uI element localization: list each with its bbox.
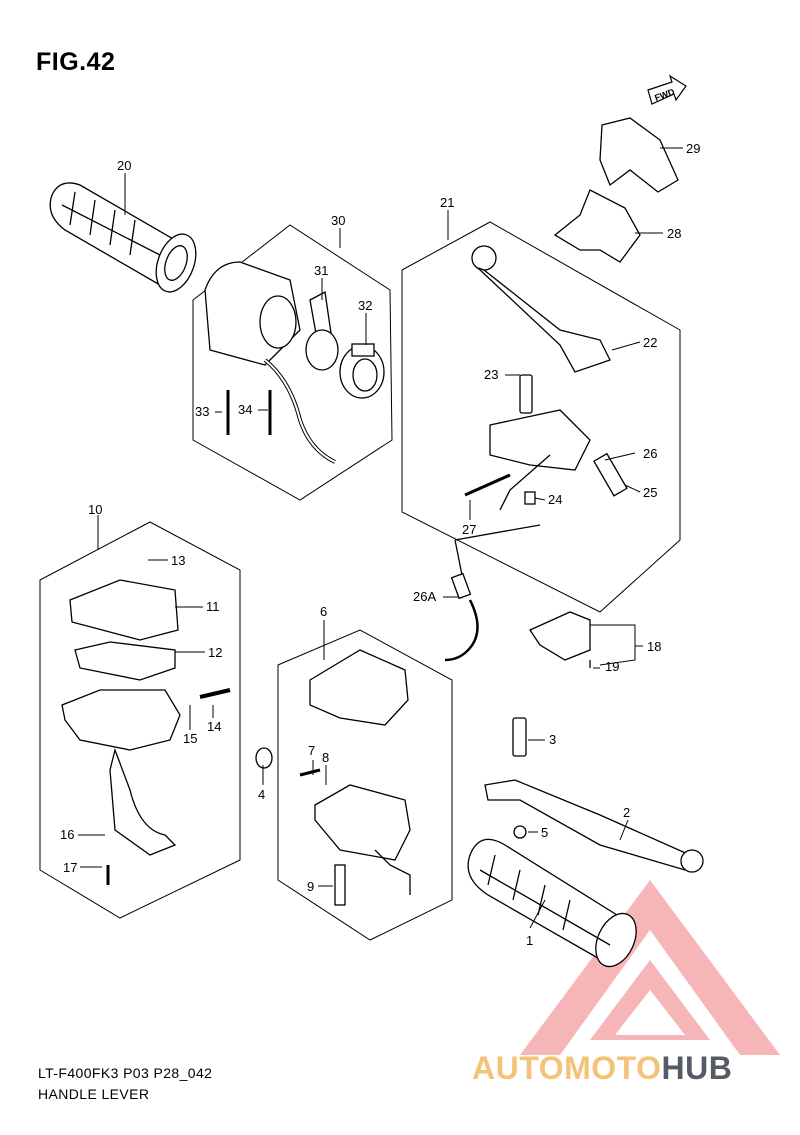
clutch-lever-assembly-21 xyxy=(464,117,679,511)
callout-21: 21 xyxy=(440,195,454,210)
switch-assembly-30 xyxy=(204,261,385,464)
callout-14: 14 xyxy=(207,719,221,734)
callout-2: 2 xyxy=(623,805,630,820)
watermark-logo xyxy=(520,880,780,1055)
callout-22: 22 xyxy=(643,335,657,350)
callout-11: 11 xyxy=(206,599,220,614)
switch-18 xyxy=(529,611,591,668)
callout-27: 27 xyxy=(462,522,476,537)
group-30-outline xyxy=(192,224,393,501)
callout-34: 34 xyxy=(238,402,252,417)
callout-30: 30 xyxy=(331,213,345,228)
watermark-text: AUTOMOTOHUB xyxy=(472,1050,732,1087)
callout-1: 1 xyxy=(526,933,533,948)
callout-24: 24 xyxy=(548,492,562,507)
callout-33: 33 xyxy=(195,404,209,419)
callout-29: 29 xyxy=(686,141,700,156)
callout-26a: 26A xyxy=(413,589,436,604)
callout-9: 9 xyxy=(307,879,314,894)
callout-18: 18 xyxy=(647,639,661,654)
callout-8: 8 xyxy=(322,750,329,765)
housing-assembly-6 xyxy=(255,649,411,906)
grip-left xyxy=(49,182,197,293)
callout-7: 7 xyxy=(308,743,315,758)
group-21-outline xyxy=(401,221,681,613)
callout-labels: 20 30 31 32 33 34 21 22 23 26 25 24 27 2… xyxy=(60,141,700,948)
callout-32: 32 xyxy=(358,298,372,313)
callout-6: 6 xyxy=(320,604,327,619)
callout-10: 10 xyxy=(88,502,102,517)
callout-19: 19 xyxy=(605,659,619,674)
callout-4: 4 xyxy=(258,787,265,802)
group-6-outline xyxy=(277,629,453,941)
leader-lines xyxy=(78,147,683,929)
throttle-assembly-10 xyxy=(61,579,231,885)
figure-title: FIG.42 xyxy=(36,48,116,76)
callout-13: 13 xyxy=(171,553,185,568)
callout-25: 25 xyxy=(643,485,657,500)
callout-28: 28 xyxy=(667,226,681,241)
callout-16: 16 xyxy=(60,827,74,842)
callout-20: 20 xyxy=(117,158,131,173)
watermark-part1: AUTOMOTO xyxy=(472,1050,662,1086)
model-code: LT-F400FK3 P03 P28_042 xyxy=(38,1065,213,1081)
group-10-outline xyxy=(39,521,241,919)
figure-name: HANDLE LEVER xyxy=(38,1086,150,1102)
callout-23: 23 xyxy=(484,367,498,382)
callout-3: 3 xyxy=(549,732,556,747)
callout-26: 26 xyxy=(643,446,657,461)
watermark-part2: HUB xyxy=(661,1050,733,1086)
fwd-arrow: FWD xyxy=(647,74,687,105)
callout-31: 31 xyxy=(314,263,328,278)
callout-17: 17 xyxy=(63,860,77,875)
grip-right xyxy=(467,838,637,968)
callout-5: 5 xyxy=(541,825,548,840)
switch-wire-26a xyxy=(444,524,541,662)
callout-15: 15 xyxy=(183,731,197,746)
callout-12: 12 xyxy=(208,645,222,660)
brake-lever-2 xyxy=(484,717,704,873)
